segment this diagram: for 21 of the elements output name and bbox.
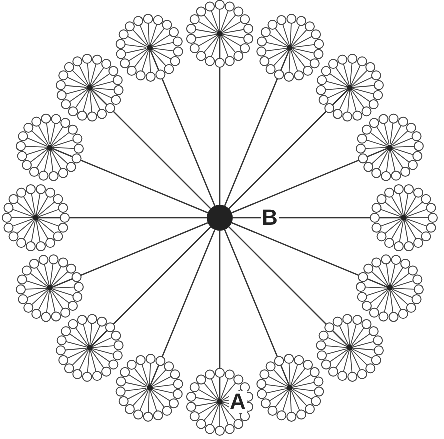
node-letter-label: A — [229, 391, 247, 413]
connector-line — [228, 90, 348, 210]
connector-line — [232, 148, 388, 214]
connector-line — [233, 217, 401, 219]
cluster-center-dot — [287, 45, 294, 51]
connector-line — [224, 230, 290, 386]
connector-line — [52, 148, 208, 214]
connector-line — [219, 37, 221, 205]
connector-line — [228, 226, 348, 346]
connector-line — [92, 226, 212, 346]
connector-line — [92, 90, 212, 210]
connector-line — [224, 50, 290, 206]
connector-line — [52, 222, 208, 288]
cluster-center-dot — [347, 345, 354, 352]
connector-line — [232, 222, 388, 288]
cluster-center-dot — [47, 285, 53, 292]
connector-line — [219, 231, 221, 399]
hub-node — [207, 205, 233, 231]
connector-line — [39, 217, 207, 219]
connector-line — [150, 50, 216, 206]
connector-line — [150, 230, 216, 386]
